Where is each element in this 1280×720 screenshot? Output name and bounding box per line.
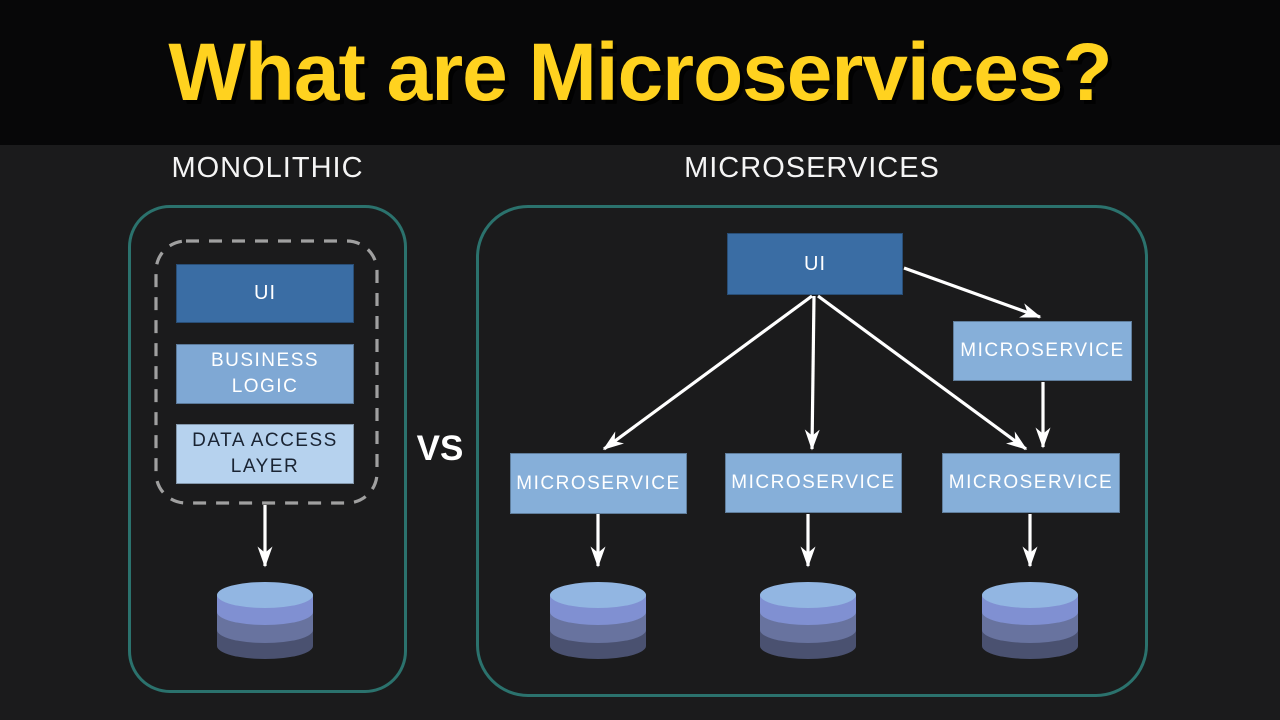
microservices-panel <box>476 205 1148 697</box>
microservices-ui-box: UI <box>727 233 903 295</box>
microservice-box-3: MICROSERVICE <box>942 453 1120 513</box>
monolithic-heading: MONOLITHIC <box>171 152 364 184</box>
microservice-box-2: MICROSERVICE <box>725 453 902 513</box>
page-title: What are Microservices? <box>168 26 1112 118</box>
microservices-heading: MICROSERVICES <box>684 152 940 184</box>
monolithic-panel <box>128 205 407 693</box>
microservice-box-top-right: MICROSERVICE <box>953 321 1132 381</box>
microservice-box-1: MICROSERVICE <box>510 453 687 514</box>
header-band: What are Microservices? <box>0 0 1280 145</box>
vs-label: VS <box>416 429 464 468</box>
monolithic-business-logic-box: BUSINESS LOGIC <box>176 344 354 404</box>
monolithic-data-access-box: DATA ACCESS LAYER <box>176 424 354 484</box>
monolithic-ui-box: UI <box>176 264 354 323</box>
